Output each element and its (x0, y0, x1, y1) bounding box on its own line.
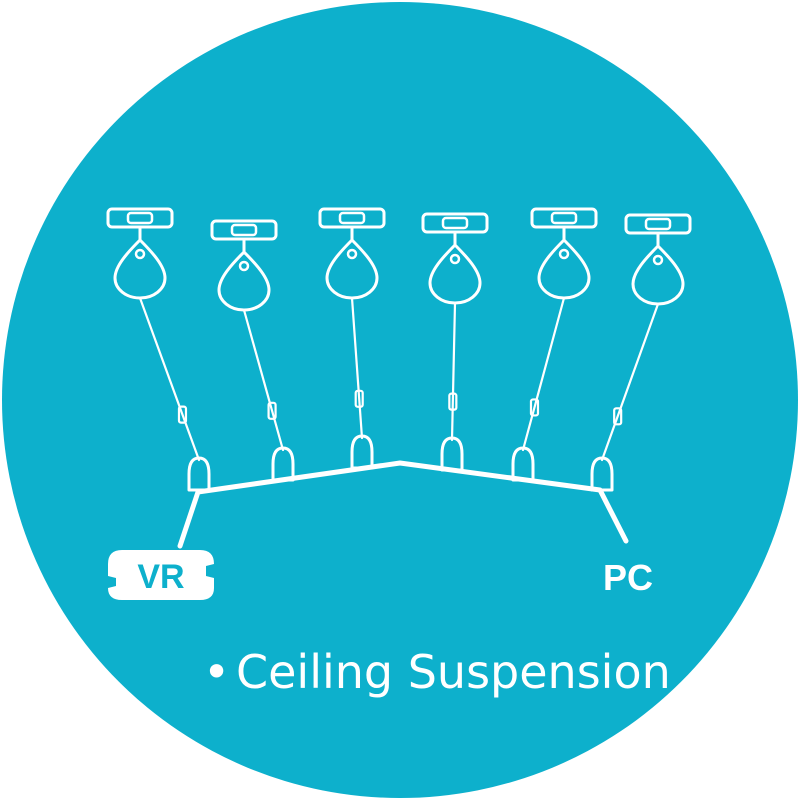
wire-ferrule (529, 398, 540, 417)
ceiling-mount-clip (550, 211, 578, 225)
vr-headset-icon: VR (108, 550, 214, 600)
carabiner-clip (440, 436, 464, 472)
carabiner-clip (271, 446, 295, 482)
carabiner-clip (187, 456, 211, 492)
ceiling-mount-clip (644, 217, 672, 231)
hanger-2 (210, 219, 295, 482)
ceiling-mount-clip (441, 216, 469, 230)
wire-ferrule (267, 401, 277, 420)
pc-label: PC (603, 557, 653, 598)
loop-ring (652, 254, 664, 266)
suspension-wire (450, 301, 457, 442)
suspension-wire (242, 308, 285, 452)
loop-ring (134, 248, 146, 260)
hanger-1 (106, 207, 211, 492)
caption-title: Ceiling Suspension (236, 645, 671, 699)
carabiner-clip (350, 434, 374, 470)
loop-ring (558, 248, 570, 260)
suspension-wire (600, 302, 660, 462)
wire-ferrule (613, 407, 623, 426)
suspension-wire (521, 296, 566, 452)
hanger-4 (421, 212, 489, 472)
hanger-5 (511, 207, 598, 482)
wire-ferrule (177, 405, 188, 424)
ceiling-mount-clip (338, 211, 366, 225)
loop-ring (449, 253, 461, 265)
wire-ferrule (448, 392, 458, 411)
carabiner-clip (511, 446, 535, 482)
wire-ferrule (354, 389, 364, 408)
ceiling-mount-clip (126, 211, 154, 225)
suspension-wire (350, 296, 364, 440)
suspension-wire (138, 296, 201, 462)
caption-bullet: • (203, 645, 230, 699)
loop-ring (238, 260, 250, 272)
loop-ring (346, 248, 358, 260)
hanger-3 (318, 207, 386, 470)
cable-path (177, 460, 629, 549)
hanger-group (106, 207, 692, 492)
hanger-6 (590, 213, 692, 492)
vr-label: VR (137, 558, 184, 596)
carabiner-clip (590, 456, 614, 492)
ceiling-mount-clip (230, 223, 258, 237)
